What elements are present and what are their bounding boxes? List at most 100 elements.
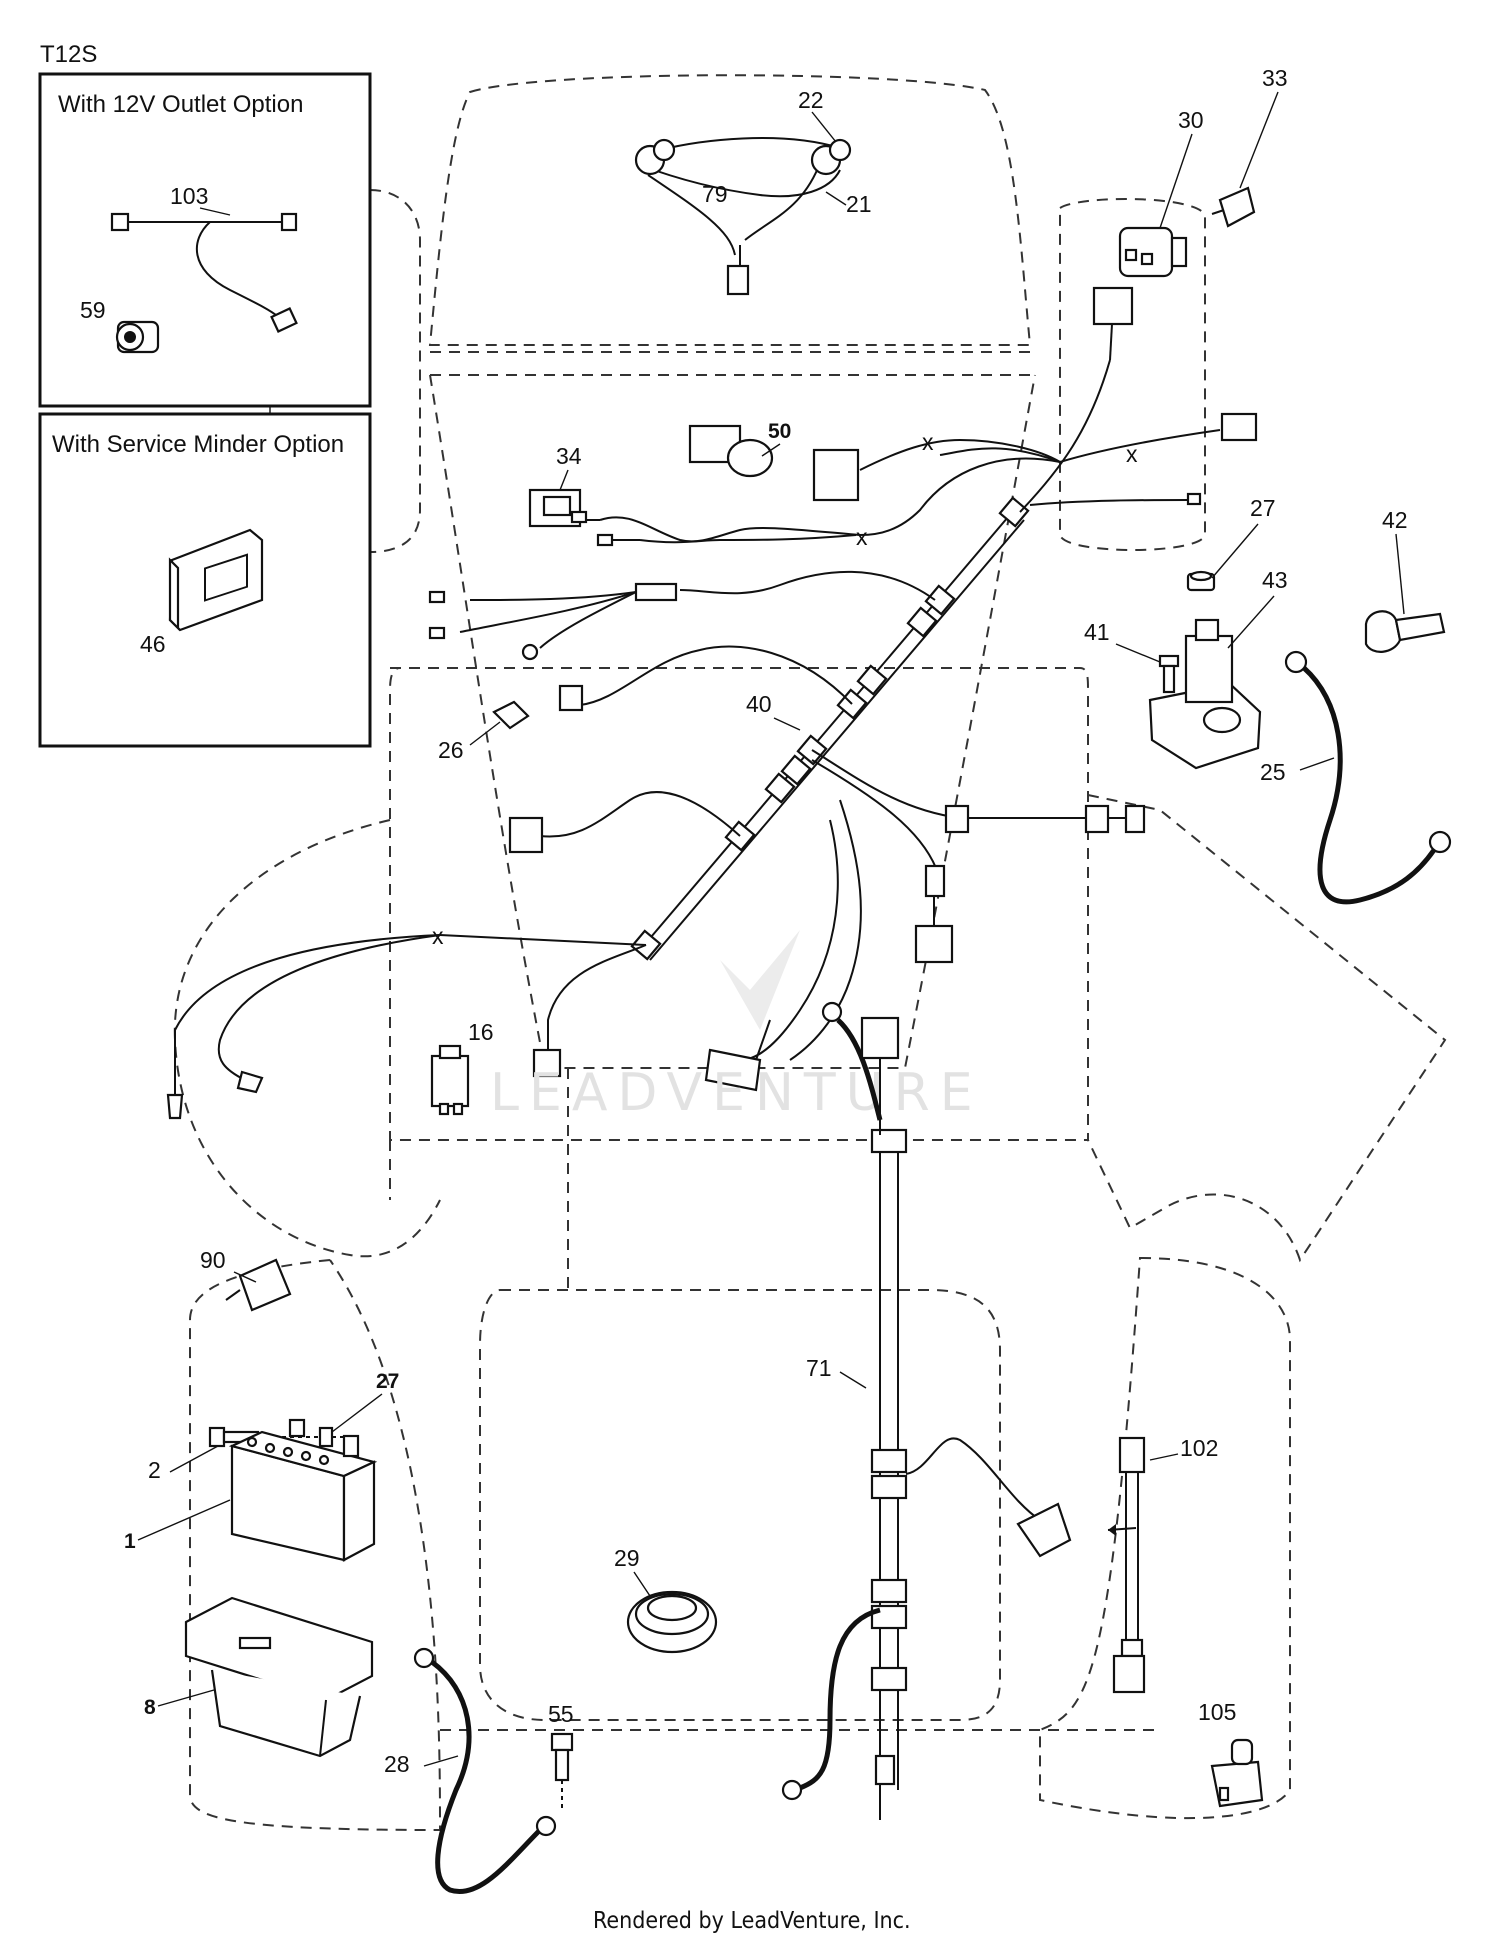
inset-12v-title: With 12V Outlet Option [58,91,303,118]
ignition-switch-icon [1118,226,1188,278]
bulb-icon [652,138,676,162]
x-mark: x [1126,441,1138,467]
terminal-icon [166,1093,184,1120]
ignition-key-icon [1211,186,1256,228]
bolt-icon [1158,654,1180,694]
harness-clip [870,1128,908,1154]
outlet-icon [115,320,160,354]
callout-103: 103 [170,183,208,209]
connector-icon [532,1048,562,1078]
battery-icon [228,1418,378,1562]
callout-8: 8 [144,1696,156,1719]
decal-label-icon [812,448,860,502]
rear-wiring-harness [781,1001,1072,1820]
battery-tray-icon [184,1596,374,1758]
callout-34: 34 [556,443,582,469]
harness-clip [870,1666,908,1692]
diagram-code: T12S [40,41,97,68]
connector-icon [874,1754,896,1786]
footer-credit: Rendered by LeadVenture, Inc. [593,1908,911,1934]
harness-clip [998,496,1030,528]
terminal-icon [236,1070,264,1094]
callout-1: 1 [124,1530,136,1553]
battery-cable-25 [1284,650,1452,905]
connector-icon [924,864,946,898]
fuse-icon [492,700,530,730]
terminal-boot-icon [1364,610,1446,653]
harness-clip [870,1578,908,1604]
harness-clip [944,804,970,834]
watermark-text: LEADVENTURE [490,1063,983,1123]
callout-90: 90 [200,1247,226,1273]
grommet-29-icon [626,1590,718,1654]
inset-12v-outlet: With 12V Outlet Option 103 59 [38,72,372,408]
harness-clip [870,1474,908,1500]
pto-switch-icon [688,424,774,478]
service-minder-display-icon [168,528,264,632]
terminal-icon [521,643,539,661]
regulator-plug-icon [704,1048,762,1092]
ground-cable-28 [413,1647,557,1894]
terminal-icon [570,510,588,524]
callout-21: 21 [846,191,872,217]
headlight-plug-icon [1092,286,1134,326]
callout-59: 59 [80,297,106,323]
main-wiring-harness: x x x 26 [166,286,1258,1120]
x-mark: x [922,429,934,455]
callout-50: 50 [768,420,791,443]
watermark: LEADVENTURE [490,930,983,1123]
harness-clip [870,1448,908,1474]
callout-27-bold: 27 [376,1370,399,1393]
callout-71: 71 [806,1355,832,1381]
callout-43: 43 [1262,567,1288,593]
harness-clip [1084,804,1110,834]
connector-icon [508,816,544,854]
bulb-icon [828,138,852,162]
x-mark: x [856,524,868,550]
inset-service-minder-title: With Service Minder Option [52,431,344,458]
connector-icon [1124,804,1146,834]
harness-clip [924,584,956,616]
harness-clip [764,772,796,804]
connector-icon [1220,412,1258,442]
callout-2: 2 [148,1457,161,1483]
relay-102-icon [1107,1436,1146,1694]
callout-16: 16 [468,1019,494,1045]
connector-icon [110,212,130,232]
terminal-icon [596,533,614,547]
connector-icon [270,307,298,333]
nut-icon [1186,570,1216,592]
seat-switch-icon [430,1044,470,1116]
headlight-harness [634,137,852,296]
headlight-connector-icon [726,264,750,296]
callout-105: 105 [1198,1699,1236,1725]
callout-25: 25 [1260,759,1286,785]
callout-30: 30 [1178,107,1204,133]
connector-icon [558,684,584,712]
harness-clip [870,1604,908,1630]
harness-clip [906,606,938,638]
callout-28: 28 [384,1751,410,1777]
callout-29: 29 [614,1545,640,1571]
harness-clip [634,582,678,602]
terminal-icon [1186,492,1202,506]
callout-79: 79 [702,181,728,207]
callout-102: 102 [1180,1435,1218,1461]
callout-40: 40 [746,691,772,717]
connector-icon [280,212,298,232]
connector-icon [1016,1502,1072,1558]
connector-icon [914,924,954,964]
terminal-icon [428,590,446,604]
callout-26: 26 [438,737,464,763]
callout-27-top: 27 [1250,495,1276,521]
callout-41: 41 [1084,619,1110,645]
terminal-icon [428,626,446,640]
solenoid-icon [1148,618,1262,770]
callout-33: 33 [1262,65,1288,91]
inset-service-minder: With Service Minder Option 46 [38,412,372,748]
harness-clip [856,664,888,696]
connector-90-icon [225,1258,292,1312]
callout-42: 42 [1382,507,1408,533]
ground-bolt-icon [550,1732,574,1810]
